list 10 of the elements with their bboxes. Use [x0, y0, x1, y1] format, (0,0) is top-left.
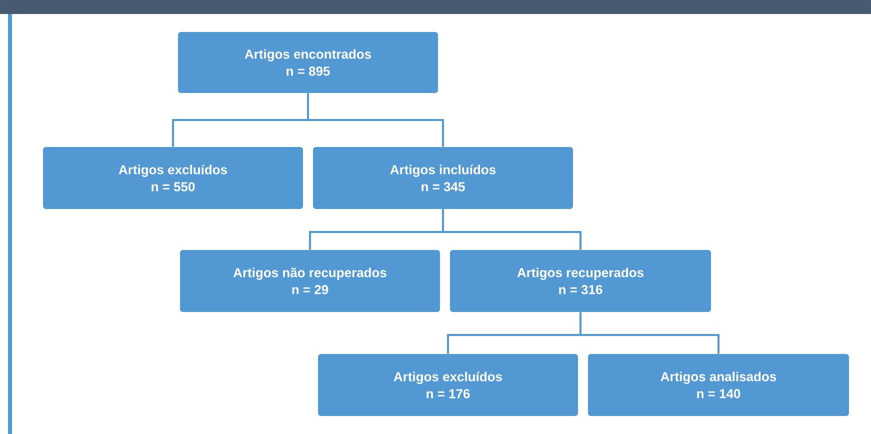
- connector-line: [307, 93, 444, 147]
- process-box: Artigos recuperados n = 316: [450, 250, 711, 312]
- process-box: Artigos incluídos n = 345: [313, 147, 573, 209]
- process-box: Artigos analisados n = 140: [588, 354, 849, 416]
- connector-line: [442, 209, 582, 250]
- process-box: Artigos excluídos n = 176: [318, 354, 578, 416]
- process-box: Artigos excluídos n = 550: [43, 147, 303, 209]
- connector-line: [580, 312, 720, 354]
- process-box: Artigos encontrados n = 895: [178, 32, 438, 93]
- process-box: Artigos não recuperados n = 29: [180, 250, 440, 312]
